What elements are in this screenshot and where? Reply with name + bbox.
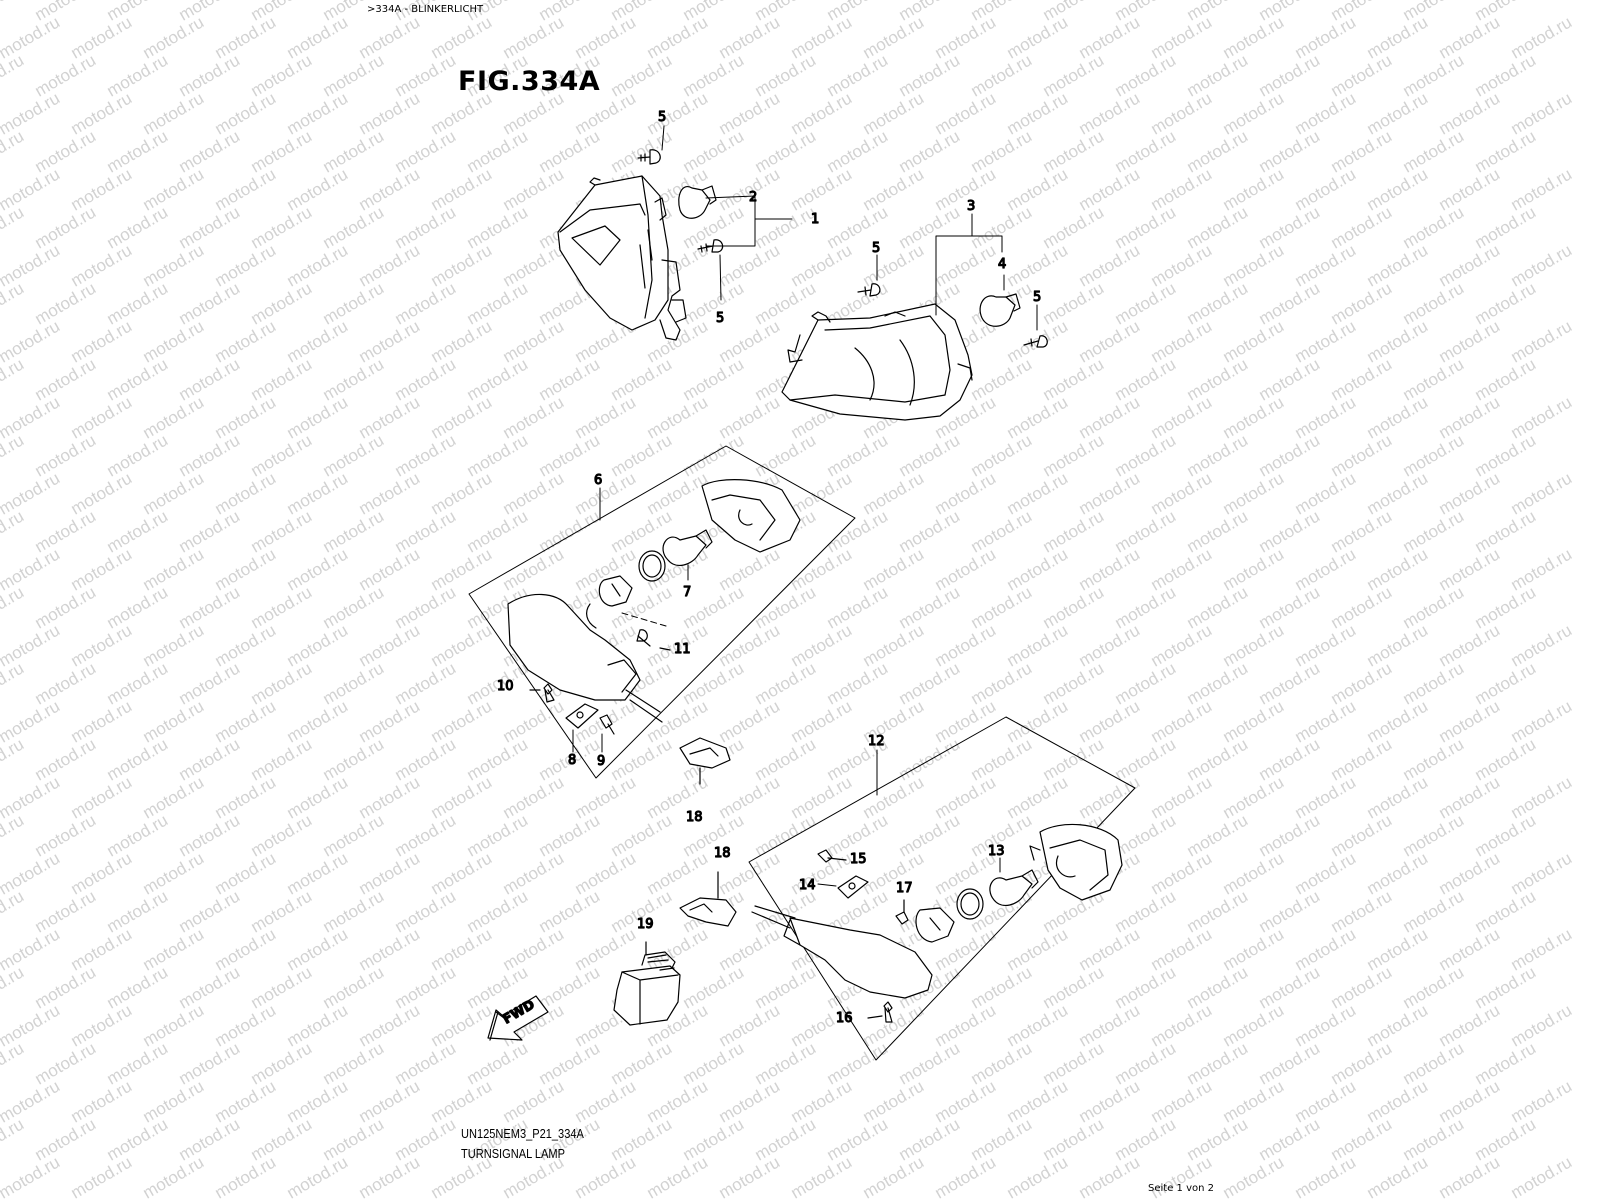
front-lamp-arm[interactable]	[751, 905, 933, 999]
mounting-plate[interactable]	[565, 703, 599, 729]
mounting-plate[interactable]	[837, 875, 869, 899]
front-right-turnsignal-lamp[interactable]	[781, 303, 973, 421]
callout-10: 10	[497, 679, 514, 694]
callout-8: 8	[568, 753, 576, 768]
screw-icon[interactable]	[1023, 335, 1048, 348]
bulb-icon[interactable]	[662, 529, 713, 567]
callout-13: 13	[988, 844, 1005, 859]
bolt-icon[interactable]	[599, 714, 615, 735]
seal-ring-icon[interactable]	[956, 888, 984, 920]
figure-code: UN125NEM3_P21_334A	[461, 1126, 584, 1141]
bulb-icon[interactable]	[678, 185, 717, 219]
breadcrumb[interactable]: >334A - BLINKERLICHT	[367, 4, 484, 15]
callout-18: 18	[714, 846, 731, 861]
wire-clip[interactable]	[679, 871, 737, 927]
screw-icon[interactable]	[857, 283, 881, 297]
callout-1: 1	[811, 212, 819, 227]
front-left-turnsignal-lamp[interactable]	[557, 175, 687, 341]
callout-11: 11	[674, 642, 691, 657]
front-lamp-lens[interactable]	[1029, 823, 1123, 901]
callout-2: 2	[749, 190, 757, 205]
screw-icon[interactable]	[637, 149, 661, 165]
callout-5: 5	[872, 241, 880, 256]
callout-4: 4	[998, 257, 1006, 272]
callout-6: 6	[594, 473, 602, 488]
bulb-socket[interactable]	[598, 575, 633, 607]
bulb-socket[interactable]	[915, 907, 955, 943]
seal-ring-icon[interactable]	[638, 550, 666, 582]
callout-18: 18	[686, 810, 703, 825]
callout-5: 5	[658, 110, 666, 125]
callout-12: 12	[868, 734, 885, 749]
assembly-frame-6	[468, 445, 856, 779]
turnsignal-relay[interactable]	[613, 941, 681, 1026]
callout-7: 7	[683, 585, 691, 600]
screw-icon[interactable]	[895, 899, 909, 925]
rear-lamp-lens[interactable]	[701, 479, 801, 553]
screw-icon[interactable]	[636, 629, 671, 651]
assembly-frame-12	[748, 716, 1136, 1061]
callout-17: 17	[896, 881, 913, 896]
forward-direction-arrow	[487, 995, 549, 1041]
wire-clip[interactable]	[679, 737, 731, 785]
bulb-icon[interactable]	[979, 293, 1021, 327]
callout-16: 16	[836, 1011, 853, 1026]
callout-19: 19	[637, 917, 654, 932]
figure-title: FIG.334A	[458, 66, 601, 97]
page-count: Seite 1 von 2	[1148, 1183, 1214, 1194]
bulb-icon[interactable]	[989, 869, 1039, 907]
callout-5: 5	[1033, 290, 1041, 305]
callout-14: 14	[799, 878, 816, 893]
screw-icon[interactable]	[529, 683, 555, 703]
bolt-icon[interactable]	[817, 849, 847, 863]
screw-icon[interactable]	[867, 1001, 893, 1023]
callout-9: 9	[597, 754, 605, 769]
callout-3: 3	[967, 199, 975, 214]
callout-5: 5	[716, 311, 724, 326]
figure-name: TURNSIGNAL LAMP	[461, 1146, 565, 1161]
callout-15: 15	[850, 852, 867, 867]
rear-lamp-arm[interactable]	[507, 593, 663, 723]
